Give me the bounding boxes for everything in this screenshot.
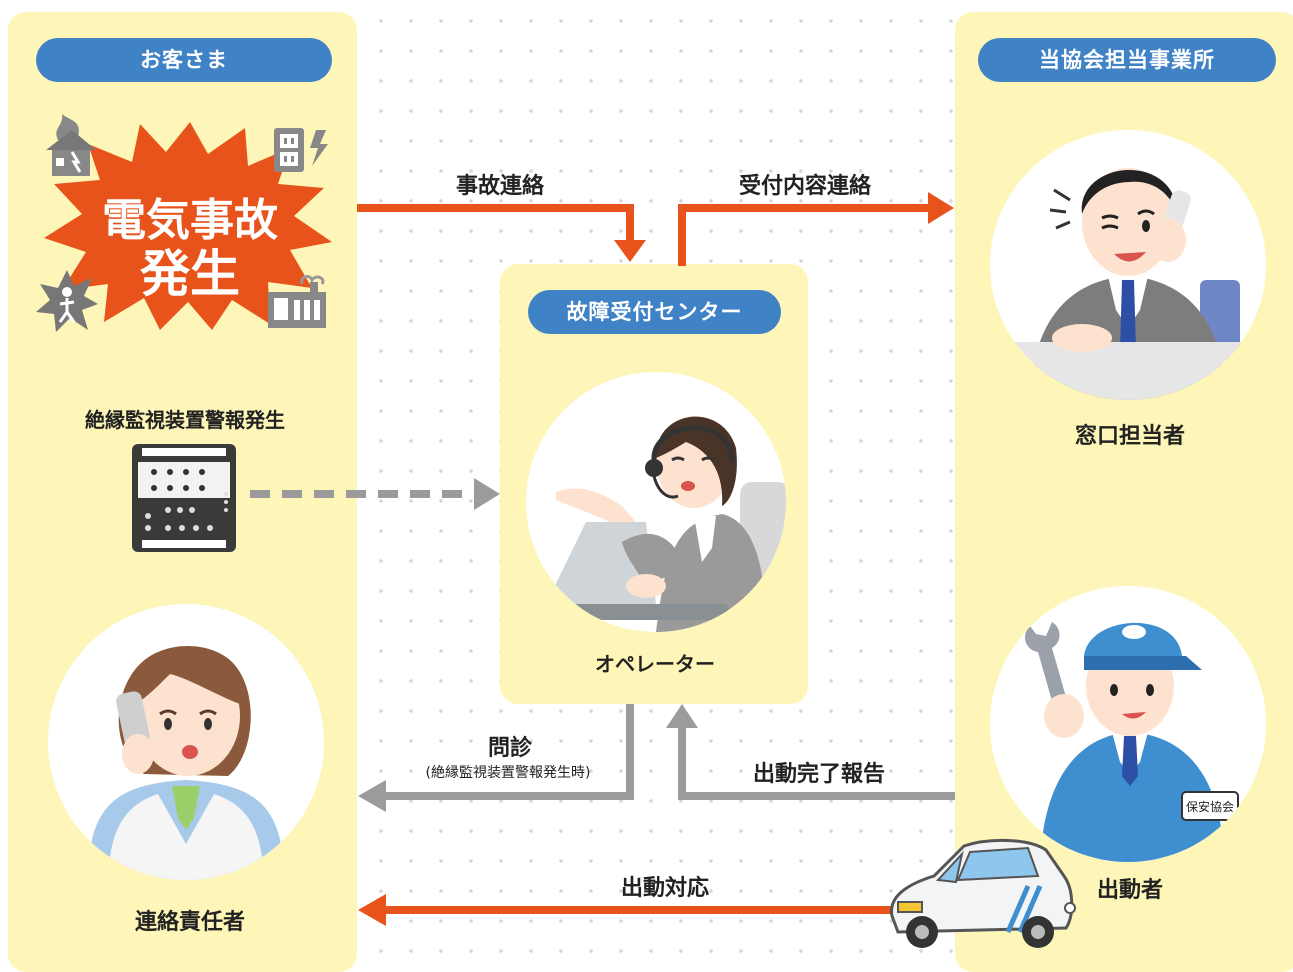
contact-person-label: 連絡責任者 — [134, 910, 245, 935]
completion-report-arrow — [678, 724, 955, 800]
house-fire-icon — [46, 114, 96, 176]
accident-burst — [44, 122, 332, 330]
window-staff-portrait — [990, 130, 1266, 400]
insulation-monitor-device-icon — [132, 444, 236, 552]
inquiry-arrowhead — [358, 780, 386, 812]
inquiry-arrow — [382, 704, 634, 800]
service-car-icon — [890, 838, 1076, 948]
operator-portrait — [526, 372, 786, 632]
outlet-spark-icon — [274, 128, 328, 172]
operator-label: オペレーター — [595, 652, 715, 676]
completion-report-arrowhead — [666, 704, 698, 728]
accident-contact-arrowhead — [614, 240, 646, 262]
dispatcher-label: 出動者 — [1096, 878, 1163, 903]
reception-contact-arrowhead — [928, 192, 954, 224]
inquiry-label: 問診 — [487, 736, 532, 761]
electric-shock-icon — [36, 270, 98, 332]
factory-icon — [268, 275, 326, 328]
center-header: 故障受付センター — [528, 290, 781, 334]
accident-text-line2: 発生 — [140, 245, 240, 303]
dispatch-response-arrowhead — [358, 894, 386, 926]
inquiry-note-label: (絶縁監視装置警報発生時) — [425, 765, 591, 781]
accident-contact-arrow — [357, 204, 634, 244]
window-staff-label: 窓口担当者 — [1074, 424, 1185, 449]
dispatch-response-label: 出動対応 — [620, 876, 709, 901]
customer-header: お客さま — [36, 38, 332, 82]
dispatcher-portrait: 保安協会 — [990, 586, 1266, 862]
reception-contact-arrow — [678, 204, 932, 266]
alarm-label: 絶縁監視装置警報発生 — [85, 408, 285, 432]
completion-report-label: 出動完了報告 — [752, 762, 885, 787]
contact-person-portrait — [48, 604, 324, 880]
accident-text-line1: 電気事故 — [102, 195, 278, 246]
accident-contact-label: 事故連絡 — [455, 174, 544, 199]
alarm-dashed-arrowhead — [474, 478, 500, 510]
reception-contact-label: 受付内容連絡 — [738, 174, 871, 199]
badge-text: 保安協会 — [1186, 799, 1234, 814]
office-header: 当協会担当事業所 — [978, 38, 1276, 82]
